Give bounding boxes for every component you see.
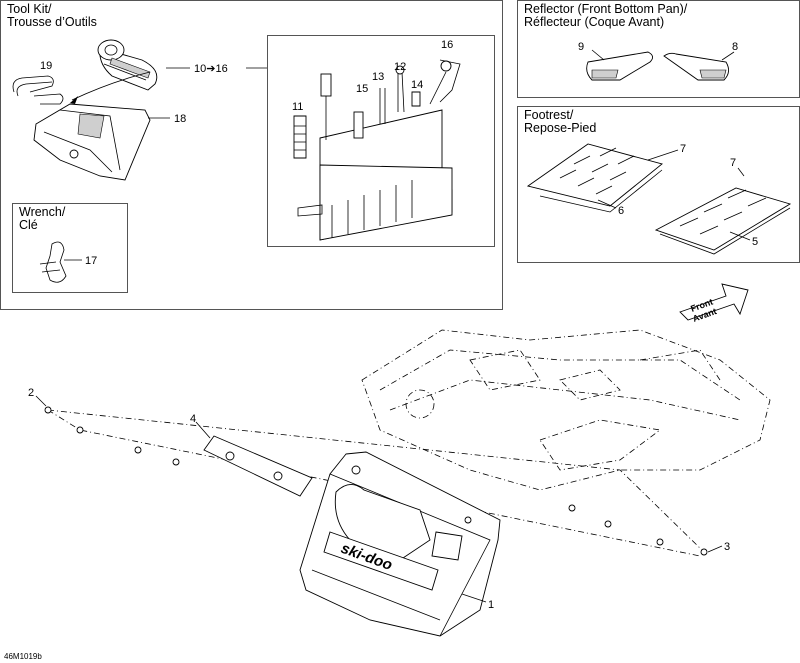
callout-13: 13 xyxy=(372,71,384,83)
callout-4: 4 xyxy=(190,413,196,425)
cable-line-upper xyxy=(47,409,705,553)
leader-roll-to-holder xyxy=(71,71,151,101)
tools-set xyxy=(293,59,461,159)
callout-2: 2 xyxy=(28,387,34,399)
callout-16: 16 xyxy=(441,39,453,51)
wrench-title: Wrench/ Clé xyxy=(19,205,66,232)
reflector-panel: Reflector (Front Bottom Pan)/ Réflecteur… xyxy=(517,0,800,98)
reflector-title: Reflector (Front Bottom Pan)/ Réflecteur… xyxy=(524,2,688,29)
rivet-set xyxy=(44,406,708,556)
callout-9: 9 xyxy=(578,41,584,53)
tool-holder xyxy=(33,103,151,181)
chassis-frame xyxy=(361,329,771,491)
callout-11: 11 xyxy=(292,101,303,113)
footrest-right xyxy=(654,187,792,255)
callout-19: 19 xyxy=(40,60,52,72)
front-direction-arrow: Front Avant xyxy=(679,283,749,324)
tool-rack xyxy=(297,109,453,241)
footrest-title: Footrest/ Repose-Pied xyxy=(524,108,597,135)
callout-7a: 7 xyxy=(680,143,686,155)
belly-pan: ski-doo xyxy=(299,451,501,637)
wrench-tool xyxy=(39,241,67,283)
front-bracket xyxy=(203,435,313,497)
callout-14: 14 xyxy=(411,79,423,91)
callout-6: 6 xyxy=(618,205,624,217)
callout-10-16: 10➔16 xyxy=(194,63,228,75)
callout-17: 17 xyxy=(85,255,97,267)
cable-line-lower xyxy=(47,409,701,557)
callout-5: 5 xyxy=(752,236,758,248)
footrest-left xyxy=(526,143,663,213)
wrench-panel: Wrench/ Clé xyxy=(12,203,128,293)
tool-bag-roll xyxy=(97,39,158,91)
callout-15: 15 xyxy=(356,83,368,95)
reflector-left xyxy=(586,51,653,81)
callout-18: 18 xyxy=(174,113,186,125)
callout-7b: 7 xyxy=(730,157,736,169)
callout-12: 12 xyxy=(394,61,406,73)
tool-kit-title: Tool Kit/ Trousse d’Outils xyxy=(7,2,97,29)
callout-3: 3 xyxy=(724,541,730,553)
callout-8: 8 xyxy=(732,41,738,53)
reflector-right xyxy=(663,52,729,81)
drawing-code: 46M1019b xyxy=(4,652,42,661)
callout-1: 1 xyxy=(488,599,494,611)
strap-clip xyxy=(12,75,64,105)
